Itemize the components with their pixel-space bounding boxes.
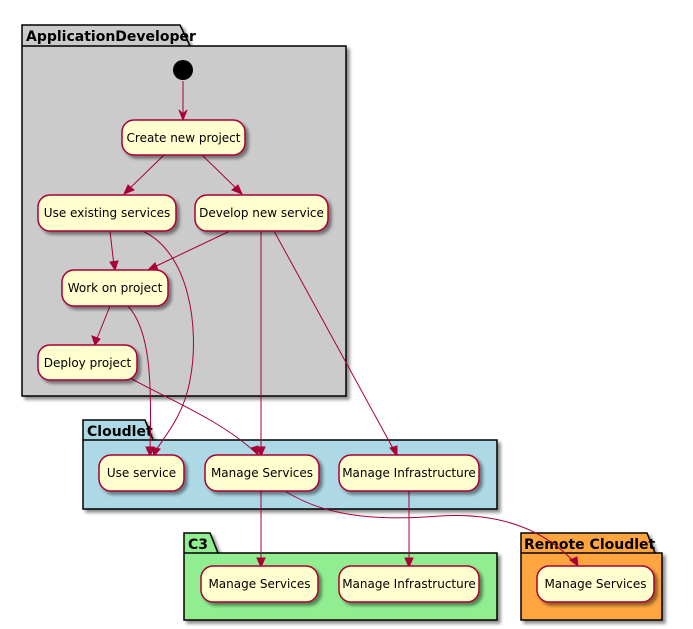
edge-use-existing-work	[109, 230, 115, 267]
edge-develop-work	[149, 230, 231, 270]
activity-label: Use service	[107, 466, 176, 480]
activity-label: Work on project	[68, 281, 163, 295]
edge-use-existing-use-service	[139, 229, 194, 451]
edge-cloudlet-remote-services	[284, 490, 576, 564]
activity-label: Manage Infrastructure	[342, 466, 476, 480]
edge-develop-manage-infrastructure	[273, 230, 396, 453]
activity-label: Manage Services	[211, 466, 313, 480]
edge-deploy-manage-services	[129, 377, 256, 453]
arrowhead	[109, 260, 119, 272]
arrowhead	[389, 445, 398, 458]
arrowhead	[231, 184, 243, 195]
edge-create-use-existing	[125, 154, 165, 193]
activity-remote-manage-services[interactable]	[536, 565, 655, 603]
edges	[91, 81, 579, 569]
activity-cloudlet-manage-infrastructure[interactable]	[338, 454, 480, 492]
activity-label: Develop new service	[199, 206, 324, 220]
arrowhead	[250, 445, 259, 457]
package-title-c3: C3	[188, 537, 208, 553]
arrowhead	[569, 556, 579, 568]
activity-label: Use existing services	[44, 206, 170, 220]
activity-label: Manage Services	[208, 577, 310, 591]
activity-cloudlet-use-service[interactable]	[98, 454, 185, 492]
arrowhead	[256, 557, 266, 569]
activity-c3-manage-infrastructure[interactable]	[338, 565, 480, 603]
edge-work-deploy	[95, 305, 111, 342]
package-title-remote-cloudlet: Remote Cloudlet	[524, 537, 656, 553]
arrowhead	[145, 446, 155, 458]
package-title-cloudlet: Cloudlet	[87, 424, 153, 440]
arrowhead	[151, 446, 161, 458]
edge-create-develop	[201, 154, 241, 193]
activity-cloudlet-manage-services[interactable]	[204, 454, 320, 492]
activity-label: Manage Services	[544, 577, 646, 591]
arrowhead	[91, 335, 101, 347]
activity-work-on-project[interactable]	[61, 269, 169, 307]
edge-work-use-service	[127, 305, 152, 451]
activity-use-existing-services[interactable]	[37, 194, 177, 232]
package-title-application-developer: ApplicationDeveloper	[26, 29, 196, 45]
activity-deploy-project[interactable]	[37, 344, 138, 381]
start-node-icon	[173, 60, 193, 80]
arrowhead	[178, 109, 188, 122]
activity-label: Create new project	[127, 131, 241, 145]
activity-create-new-project[interactable]	[121, 119, 246, 156]
arrowhead	[123, 184, 135, 195]
arrowhead	[404, 557, 414, 569]
activity-develop-new-service[interactable]	[194, 194, 329, 232]
activity-label: Deploy project	[44, 356, 132, 370]
activity-label: Manage Infrastructure	[342, 577, 476, 591]
arrowhead	[256, 446, 266, 458]
activity-c3-manage-services[interactable]	[200, 565, 319, 603]
